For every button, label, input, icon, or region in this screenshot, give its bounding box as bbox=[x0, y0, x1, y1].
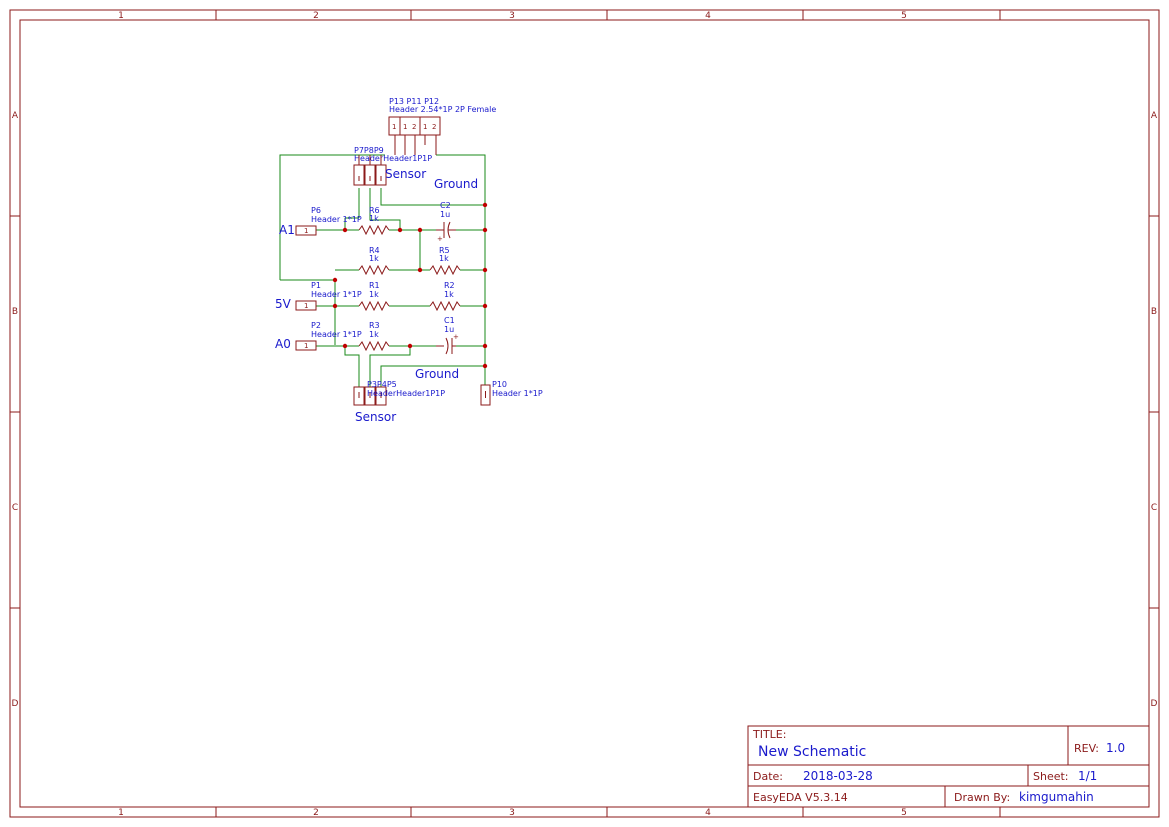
row-label-c-left: C bbox=[12, 503, 18, 513]
column-label-1-bottom: 1 bbox=[118, 808, 124, 818]
p12-pin-1: 1 bbox=[423, 123, 427, 131]
p7p8p9-value: HeaderHeader1P1P bbox=[354, 154, 432, 163]
sheet-value: 1/1 bbox=[1078, 769, 1097, 783]
p1-ref: P1 bbox=[311, 281, 321, 290]
r1-ref: R1 bbox=[369, 281, 380, 290]
c1-plus-icon: + bbox=[453, 333, 459, 341]
capacitor-c1[interactable]: C1 1u + bbox=[436, 316, 459, 355]
header-p3-p4-p5[interactable]: P3P4P5 HeaderHeader1P1P bbox=[353, 380, 445, 406]
header-p6[interactable]: 1 P6 Header 1*1P bbox=[295, 206, 362, 236]
resistor-r2[interactable]: R2 1k bbox=[429, 281, 461, 312]
r6-value: 1k bbox=[369, 214, 379, 223]
r1-value: 1k bbox=[369, 290, 379, 299]
rev-label: REV: bbox=[1074, 742, 1099, 755]
c1-value: 1u bbox=[444, 325, 454, 334]
r5-ref: R5 bbox=[439, 246, 450, 255]
rev-value: 1.0 bbox=[1106, 741, 1125, 755]
header-p13-p11-p12[interactable]: 1 1 2 1 2 P13 P11 P12 Header 2.54*1P 2P … bbox=[388, 97, 496, 155]
c2-value: 1u bbox=[440, 210, 450, 219]
p13p11p12-ref: P13 P11 P12 bbox=[389, 97, 439, 106]
r3-value: 1k bbox=[369, 330, 379, 339]
p11-pin-2: 2 bbox=[412, 123, 416, 131]
sheet-label: Sheet: bbox=[1033, 770, 1069, 783]
row-label-c-right: C bbox=[1151, 503, 1157, 513]
r3-ref: R3 bbox=[369, 321, 380, 330]
p6-ref: P6 bbox=[311, 206, 321, 215]
row-label-b-left: B bbox=[12, 307, 18, 317]
p10-value: Header 1*1P bbox=[492, 389, 543, 398]
net-label-sensor-top: Sensor bbox=[385, 167, 426, 181]
r2-ref: R2 bbox=[444, 281, 455, 290]
p6-value: Header 1*1P bbox=[311, 215, 362, 224]
r6-ref: R6 bbox=[369, 206, 380, 215]
software-label: EasyEDA V5.3.14 bbox=[753, 791, 848, 804]
resistor-r3[interactable]: R3 1k bbox=[358, 321, 390, 352]
c1-ref: C1 bbox=[444, 316, 455, 325]
p11-pin-1: 1 bbox=[403, 123, 407, 131]
column-label-3-top: 3 bbox=[509, 11, 515, 21]
date-label: Date: bbox=[753, 770, 783, 783]
resistor-r4[interactable]: R4 1k bbox=[358, 246, 390, 276]
column-label-2-top: 2 bbox=[313, 11, 319, 21]
junctions bbox=[332, 202, 488, 369]
drawn-by-value: kimgumahin bbox=[1019, 790, 1094, 804]
column-label-4-top: 4 bbox=[705, 11, 711, 21]
column-label-5-bottom: 5 bbox=[901, 808, 907, 818]
p2-ref: P2 bbox=[311, 321, 321, 330]
header-link-wires bbox=[358, 155, 382, 165]
p3p4p5-ref: P3P4P5 bbox=[367, 380, 397, 389]
p6-pin-number: 1 bbox=[304, 227, 308, 235]
p2-pin-number: 1 bbox=[304, 342, 308, 350]
row-label-d-right: D bbox=[1151, 699, 1158, 709]
column-label-1-top: 1 bbox=[118, 11, 124, 21]
resistor-r1[interactable]: R1 1k bbox=[358, 281, 390, 312]
net-label-sensor-bottom: Sensor bbox=[355, 410, 396, 424]
c2-ref: C2 bbox=[440, 201, 451, 210]
p1-value: Header 1*1P bbox=[311, 290, 362, 299]
row-label-a-left: A bbox=[12, 111, 19, 121]
net-label-ground-bottom: Ground bbox=[415, 367, 459, 381]
c2-plus-icon: + bbox=[437, 235, 443, 243]
capacitor-c2[interactable]: C2 1u + bbox=[436, 201, 456, 243]
header-p10[interactable]: P10 Header 1*1P bbox=[480, 380, 543, 406]
p1-pin-number: 1 bbox=[304, 302, 308, 310]
column-label-5-top: 5 bbox=[901, 11, 907, 21]
r4-ref: R4 bbox=[369, 246, 380, 255]
p13p11p12-value: Header 2.54*1P 2P Female bbox=[389, 105, 496, 114]
title-block bbox=[747, 725, 1150, 808]
net-label-ground-top: Ground bbox=[434, 177, 478, 191]
p2-value: Header 1*1P bbox=[311, 330, 362, 339]
row-label-a-right: A bbox=[1151, 111, 1158, 121]
net-label-a1: A1 bbox=[279, 223, 295, 237]
column-label-2-bottom: 2 bbox=[313, 808, 319, 818]
title-value: New Schematic bbox=[758, 744, 866, 760]
header-p1[interactable]: 1 P1 Header 1*1P bbox=[295, 281, 362, 311]
p12-pin-2: 2 bbox=[432, 123, 436, 131]
row-label-b-right: B bbox=[1151, 307, 1157, 317]
net-label-5v: 5V bbox=[275, 297, 292, 311]
r4-value: 1k bbox=[369, 254, 379, 263]
p13-pin-number: 1 bbox=[392, 123, 396, 131]
header-p2[interactable]: 1 P2 Header 1*1P bbox=[295, 321, 362, 351]
sheet-border bbox=[9, 9, 1160, 818]
column-label-3-bottom: 3 bbox=[509, 808, 515, 818]
r2-value: 1k bbox=[444, 290, 454, 299]
wires bbox=[279, 154, 486, 387]
title-label: TITLE: bbox=[752, 728, 786, 741]
resistor-r6[interactable]: R6 1k bbox=[358, 206, 390, 236]
date-value: 2018-03-28 bbox=[803, 769, 873, 783]
resistor-r5[interactable]: R5 1k bbox=[429, 246, 461, 276]
column-label-4-bottom: 4 bbox=[705, 808, 711, 818]
row-label-d-left: D bbox=[12, 699, 19, 709]
r5-value: 1k bbox=[439, 254, 449, 263]
net-label-a0: A0 bbox=[275, 337, 291, 351]
p7p8p9-ref: P7P8P9 bbox=[354, 146, 384, 155]
p10-ref: P10 bbox=[492, 380, 507, 389]
p3p4p5-value: HeaderHeader1P1P bbox=[367, 389, 445, 398]
drawn-by-label: Drawn By: bbox=[954, 791, 1010, 804]
